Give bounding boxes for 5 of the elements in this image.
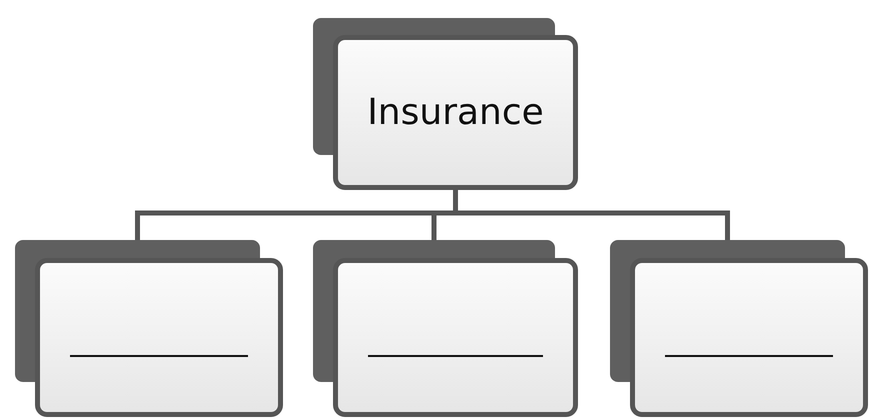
org-chart-box bbox=[313, 18, 578, 190]
org-chart-box bbox=[15, 240, 283, 417]
box-title: Insurance bbox=[367, 92, 544, 133]
org-chart-box bbox=[313, 240, 578, 417]
org-chart-box bbox=[610, 240, 868, 417]
